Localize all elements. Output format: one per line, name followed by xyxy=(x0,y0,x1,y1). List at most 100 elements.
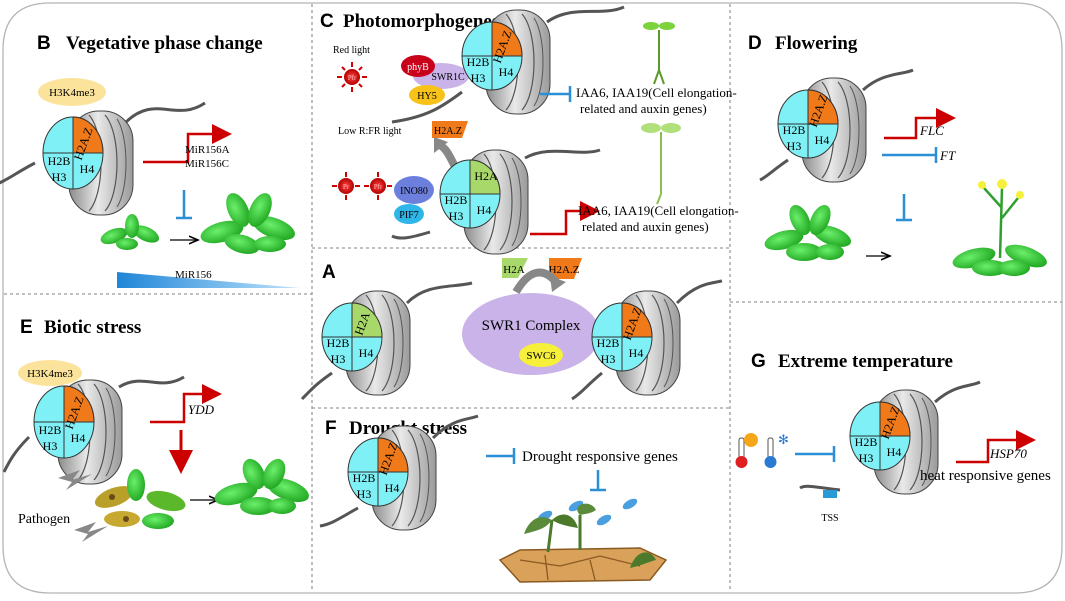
rosette-plant xyxy=(764,205,852,261)
tss-label: TSS xyxy=(821,513,838,524)
target-c2-line2: related and auxin genes) xyxy=(582,219,709,234)
h2b-label-e: H2B xyxy=(39,423,62,437)
nucleosome-c1: H2B H2A.Z H3 H4 xyxy=(391,5,625,124)
ino80-protein xyxy=(394,176,434,204)
panel-f-letter: F xyxy=(325,418,337,439)
h2az-free-c xyxy=(432,121,468,138)
h2b-label-c1: H2B xyxy=(467,55,490,69)
ino80-label: INO80 xyxy=(400,186,428,197)
panel-f: F Drought stress H2B H2A.Z H3 H4 Drought… xyxy=(319,414,678,583)
h3-label-c1: H3 xyxy=(471,71,486,85)
mir156-gradient-label: MiR156 xyxy=(175,269,212,281)
inhibit-b xyxy=(176,190,192,220)
panel-d-letter: D xyxy=(748,33,762,54)
h3-label-c2: H3 xyxy=(449,209,464,223)
panel-e-letter: E xyxy=(20,317,33,338)
inhibit-f2 xyxy=(590,470,606,492)
panel-c: C Photomorphogenesis Red light Pfr SWR1C… xyxy=(320,5,739,255)
phyb-protein xyxy=(401,55,435,77)
target-c1-line2: related and auxin genes) xyxy=(580,101,707,116)
h4-label-d: H4 xyxy=(815,133,830,147)
h4-label-g: H4 xyxy=(887,445,902,459)
inhibit-g xyxy=(795,446,836,462)
red-sun-icon-3: Pfr xyxy=(364,172,392,200)
ydd-label: YDD xyxy=(188,402,215,417)
exchange-arrowhead xyxy=(550,276,566,292)
h2a-free-label: H2A xyxy=(503,264,524,276)
healthy-plant xyxy=(214,458,309,515)
h3k4me3-mark xyxy=(38,78,106,106)
panel-d: D Flowering H2B H2A.Z H3 H4 FLC FT xyxy=(748,33,1047,276)
h3-label-a1: H3 xyxy=(331,352,346,366)
h2b-label-a1: H2B xyxy=(327,336,350,350)
panel-g-title: Extreme temperature xyxy=(778,351,953,372)
mir156c-label: MiR156C xyxy=(185,158,229,170)
flc-label: FLC xyxy=(919,123,944,138)
panel-b-letter: B xyxy=(37,33,51,54)
hy5-protein xyxy=(409,85,445,105)
target-c2-line1: IAA6, IAA19(Cell elongation- xyxy=(578,203,739,218)
pfr-label: Pfr xyxy=(348,74,357,82)
h2b-label-d: H2B xyxy=(783,123,806,137)
red-light-label: Red light xyxy=(333,45,370,56)
promoter-arrow-d xyxy=(884,108,956,140)
panel-d-title: Flowering xyxy=(775,33,858,54)
swr1c-label: SWR1C xyxy=(431,72,465,83)
nucleosome-f: H2B H2A.Z H3 H4 xyxy=(319,414,479,531)
pif7-label: PIF7 xyxy=(399,210,418,221)
nucleosome-b: H2B H2A.Z H3 H4 xyxy=(0,101,206,216)
panel-e-title: Biotic stress xyxy=(44,317,141,338)
hsp70-label: HSP70 xyxy=(989,446,1027,461)
adult-plant xyxy=(200,193,295,254)
h2a-label-c2: H2A xyxy=(474,169,498,183)
h3-label-a2: H3 xyxy=(601,352,616,366)
h4-label-f: H4 xyxy=(385,481,400,495)
pfr-label-2: Pfr xyxy=(374,183,383,191)
panel-a: A H2B H2A H3 H4 H2A H2A.Z SWR1 Complex S… xyxy=(300,258,723,401)
h2b-label-a2: H2B xyxy=(597,336,620,350)
ft-label: FT xyxy=(939,148,956,163)
drought-genes-label: Drought responsive genes xyxy=(522,449,678,465)
short-seedling xyxy=(643,22,675,85)
panel-b-title: Vegetative phase change xyxy=(66,33,263,54)
h3-label: H3 xyxy=(52,170,67,184)
promoter-arrow-b xyxy=(143,124,232,164)
h4-label-a1: H4 xyxy=(359,346,374,360)
panel-b: B Vegetative phase change H3K4me3 H2B H2… xyxy=(0,33,300,288)
pathogen-label: Pathogen xyxy=(18,512,70,527)
nucleosome-a2: H2B H2A.Z H3 H4 xyxy=(571,279,723,401)
h3k4me3-label-e: H3K4me3 xyxy=(27,368,73,380)
h2b-label-f: H2B xyxy=(353,471,376,485)
h2az-free-c-label: H2A.Z xyxy=(434,126,462,137)
h2az-free-a-label: H2A.Z xyxy=(549,264,580,276)
inhibit-d xyxy=(882,147,938,163)
target-c1-line1: IAA6, IAA19(Cell elongation- xyxy=(576,85,737,100)
inhibit-d2 xyxy=(896,194,912,222)
low-rfr-label: Low R:FR light xyxy=(338,126,402,137)
h2a-free xyxy=(502,258,528,278)
panel-c-title: Photomorphogenesis xyxy=(343,11,512,32)
h3k4me3-label: H3K4me3 xyxy=(49,87,95,99)
infected-plant xyxy=(94,469,186,529)
h2b-label-c2: H2B xyxy=(445,193,468,207)
swr1-complex-label: SWR1 Complex xyxy=(482,318,581,334)
mir156-gradient xyxy=(117,272,300,288)
inhibit-f xyxy=(486,448,516,464)
pr-label: Pr xyxy=(343,183,350,191)
h2b-label: H2B xyxy=(48,154,71,168)
nucleosome-c2: H2B H2A H3 H4 xyxy=(391,148,601,255)
hy5-label: HY5 xyxy=(417,91,436,102)
eviction-arrowhead-c xyxy=(434,137,448,153)
swc6-label: SWC6 xyxy=(526,350,556,362)
promoter-arrow-e xyxy=(150,384,222,424)
thermometer-cold-icon: ✻ xyxy=(764,432,789,468)
inhibit-c1 xyxy=(540,86,572,102)
panel-a-letter: A xyxy=(322,262,336,283)
red-sun-icon-2: Pr xyxy=(332,172,360,200)
h4-label-e: H4 xyxy=(71,431,86,445)
nucleosome-d: H2B H2A.Z H3 H4 xyxy=(759,68,914,183)
panel-g: G Extreme temperature ✻ H2B H2A.Z H3 H4 xyxy=(735,351,1051,524)
wilted-plants xyxy=(524,503,656,568)
tall-seedling xyxy=(641,123,681,205)
